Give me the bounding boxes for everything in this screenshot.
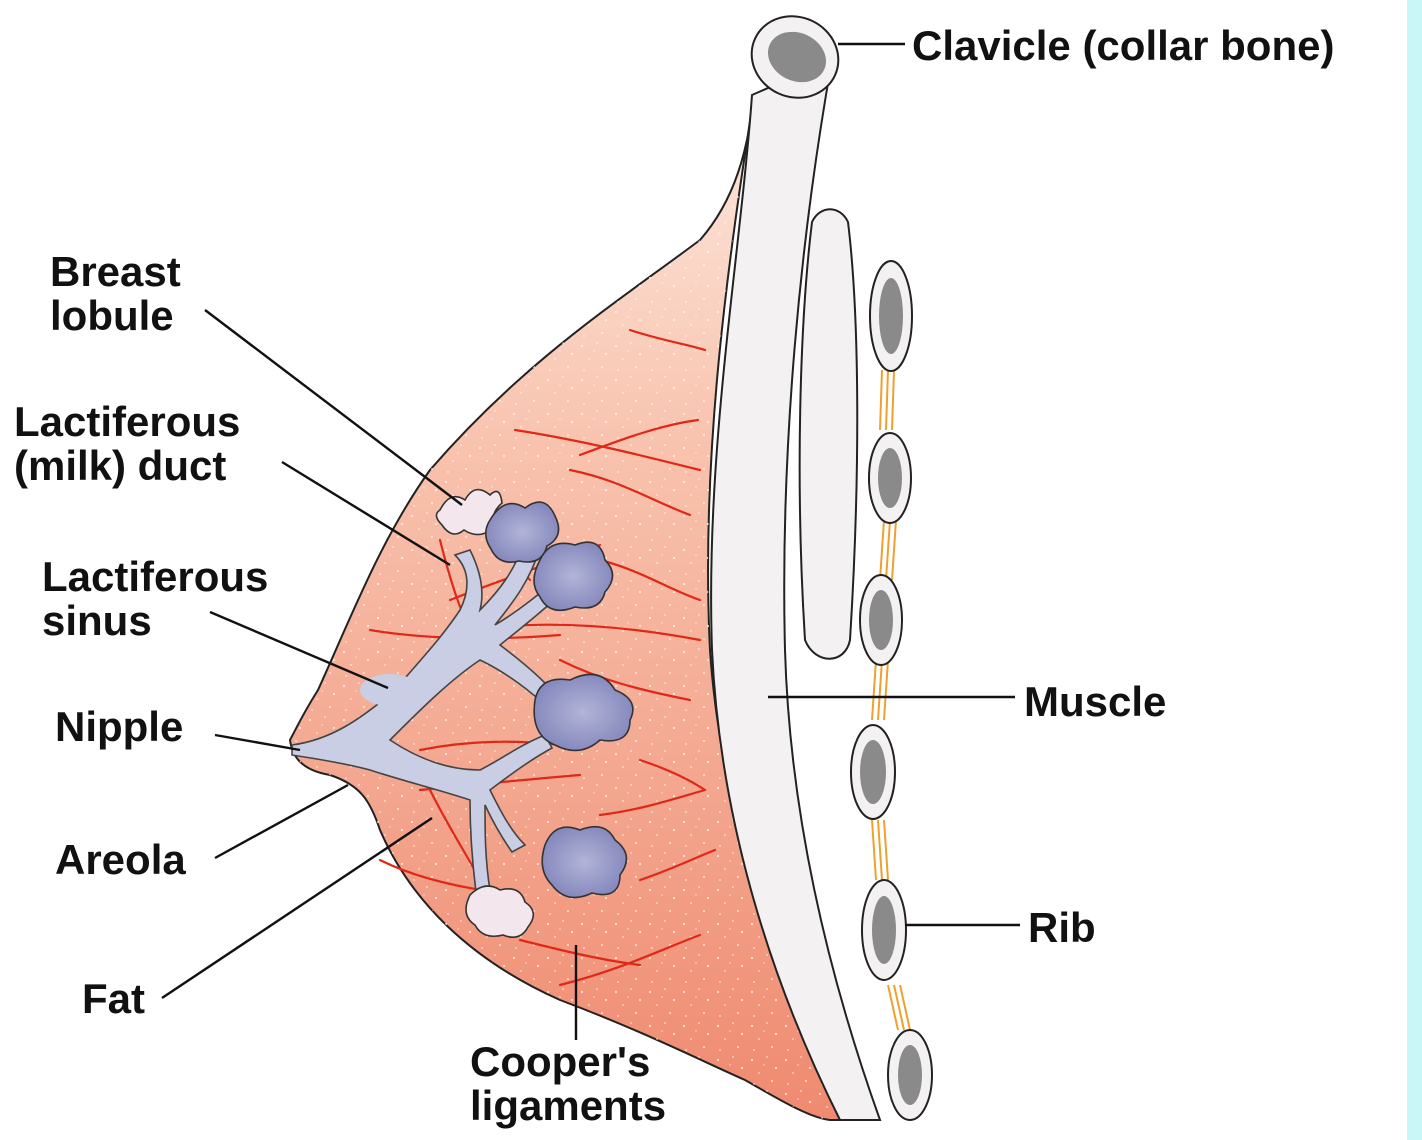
leader-fat (162, 818, 432, 998)
label-nipple: Nipple (55, 705, 183, 749)
intercostal-muscle (800, 209, 858, 659)
label-lactiferous-duct: Lactiferous(milk) duct (14, 400, 240, 488)
label-rib: Rib (1028, 906, 1096, 950)
label-muscle: Muscle (1024, 680, 1166, 724)
leader-nipple (215, 735, 300, 750)
lobule-lower (542, 827, 626, 898)
leader-areola (215, 785, 348, 858)
label-fat: Fat (82, 977, 145, 1021)
ribs (851, 261, 932, 1120)
label-clavicle: Clavicle (collar bone) (912, 24, 1334, 68)
lobule-upper-right (534, 542, 613, 610)
leader-breast-lobule (205, 310, 462, 505)
label-areola: Areola (55, 838, 186, 882)
